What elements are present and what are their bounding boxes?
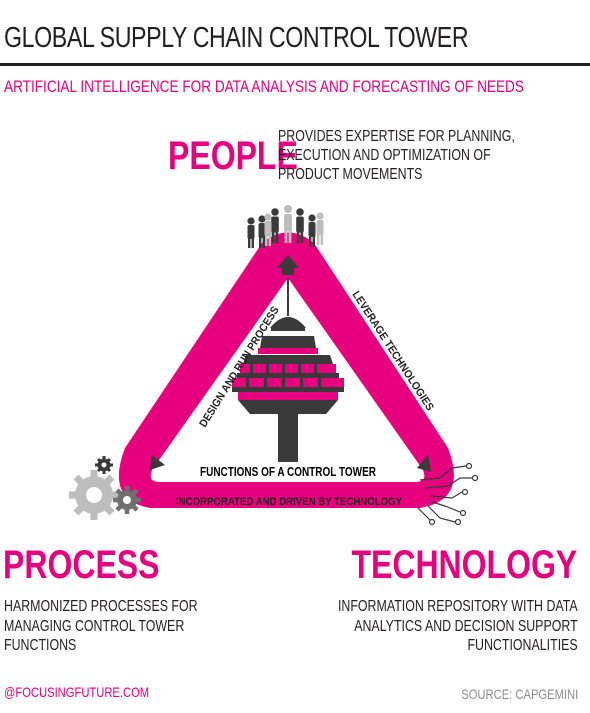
bottom-edge-label: INCORPORATED AND DRIVEN BY TECHNOLOGY bbox=[176, 496, 403, 508]
people-group-icon bbox=[247, 205, 324, 248]
process-heading: PROCESS bbox=[3, 543, 160, 587]
people-heading: PEOPLE bbox=[168, 134, 298, 178]
technology-description: INFORMATION REPOSITORY WITH DATA ANALYTI… bbox=[338, 598, 578, 654]
process-description: HARMONIZED PROCESSES FOR MANAGING CONTRO… bbox=[4, 598, 198, 654]
footer-source: SOURCE: CAPGEMINI bbox=[461, 686, 578, 702]
title-divider bbox=[0, 63, 590, 66]
footer-handle[interactable]: @FOCUSINGFUTURE.COM bbox=[4, 684, 150, 700]
arrow-down-left-icon bbox=[150, 455, 165, 470]
control-tower-icon bbox=[232, 278, 344, 462]
circuit-icon bbox=[417, 462, 479, 526]
subtitle: ARTIFICIAL INTELLIGENCE FOR DATA ANALYSI… bbox=[4, 77, 524, 96]
arrow-down-right-icon bbox=[417, 455, 431, 472]
control-tower-diagram: DESIGN AND RUN PROCESS LEVERAGE TECHNOLO… bbox=[69, 205, 479, 526]
center-label: FUNCTIONS OF A CONTROL TOWER bbox=[200, 464, 376, 479]
technology-heading: TECHNOLOGY bbox=[351, 543, 577, 587]
page-title: GLOBAL SUPPLY CHAIN CONTROL TOWER bbox=[4, 22, 469, 54]
gears-icon bbox=[69, 456, 141, 520]
arrow-up-icon bbox=[277, 255, 299, 275]
people-description: PROVIDES EXPERTISE FOR PLANNING, EXECUTI… bbox=[278, 128, 515, 183]
